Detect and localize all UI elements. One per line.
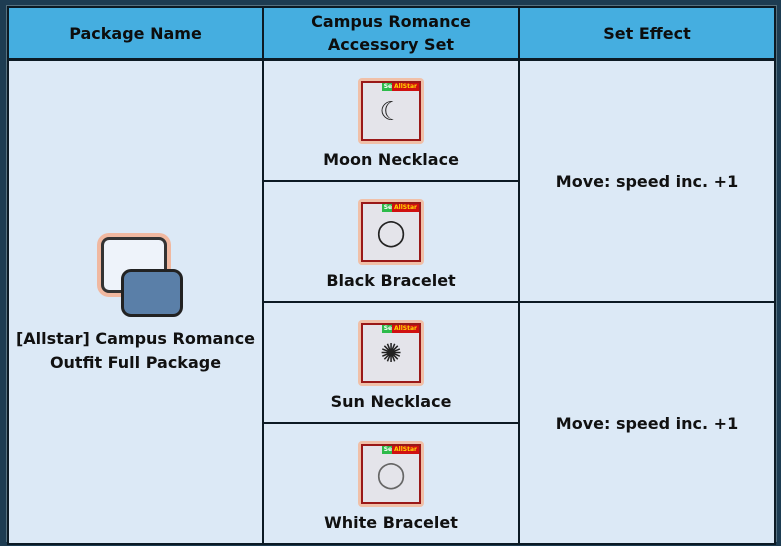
- outfit-package-icon: [91, 229, 183, 319]
- allstar-badge: AllStar: [392, 83, 419, 91]
- set-effect-table: Package Name Campus Romance Accessory Se…: [7, 6, 776, 545]
- item-name: White Bracelet: [324, 513, 458, 532]
- header-package-name: Package Name: [7, 6, 264, 61]
- table-row: [Allstar] Campus Romance Outfit Full Pac…: [7, 58, 776, 545]
- allstar-badge: AllStar: [392, 204, 419, 212]
- allstar-badge: AllStar: [392, 325, 419, 333]
- set-effect-table-container: Package Name Campus Romance Accessory Se…: [6, 5, 777, 545]
- item-name: Black Bracelet: [326, 271, 456, 290]
- allstar-badge: AllStar: [392, 446, 419, 454]
- header-accessory-set: Campus Romance Accessory Set: [262, 6, 520, 61]
- package-name: [Allstar] Campus Romance Outfit Full Pac…: [15, 329, 256, 372]
- item-name: Moon Necklace: [323, 150, 459, 169]
- set-effect-cell: Move: speed inc. +1: [518, 301, 776, 545]
- set-badge: Set: [381, 446, 397, 454]
- set-badge: Set: [381, 204, 397, 212]
- package-cell: [Allstar] Campus Romance Outfit Full Pac…: [7, 58, 264, 545]
- item-name: Sun Necklace: [330, 392, 452, 411]
- set-badge: Set: [381, 325, 397, 333]
- header-set-effect: Set Effect: [518, 6, 776, 61]
- set-badge: Set: [381, 83, 397, 91]
- header-row: Package Name Campus Romance Accessory Se…: [7, 6, 776, 61]
- set-effect-cell: Move: speed inc. +1: [518, 58, 776, 303]
